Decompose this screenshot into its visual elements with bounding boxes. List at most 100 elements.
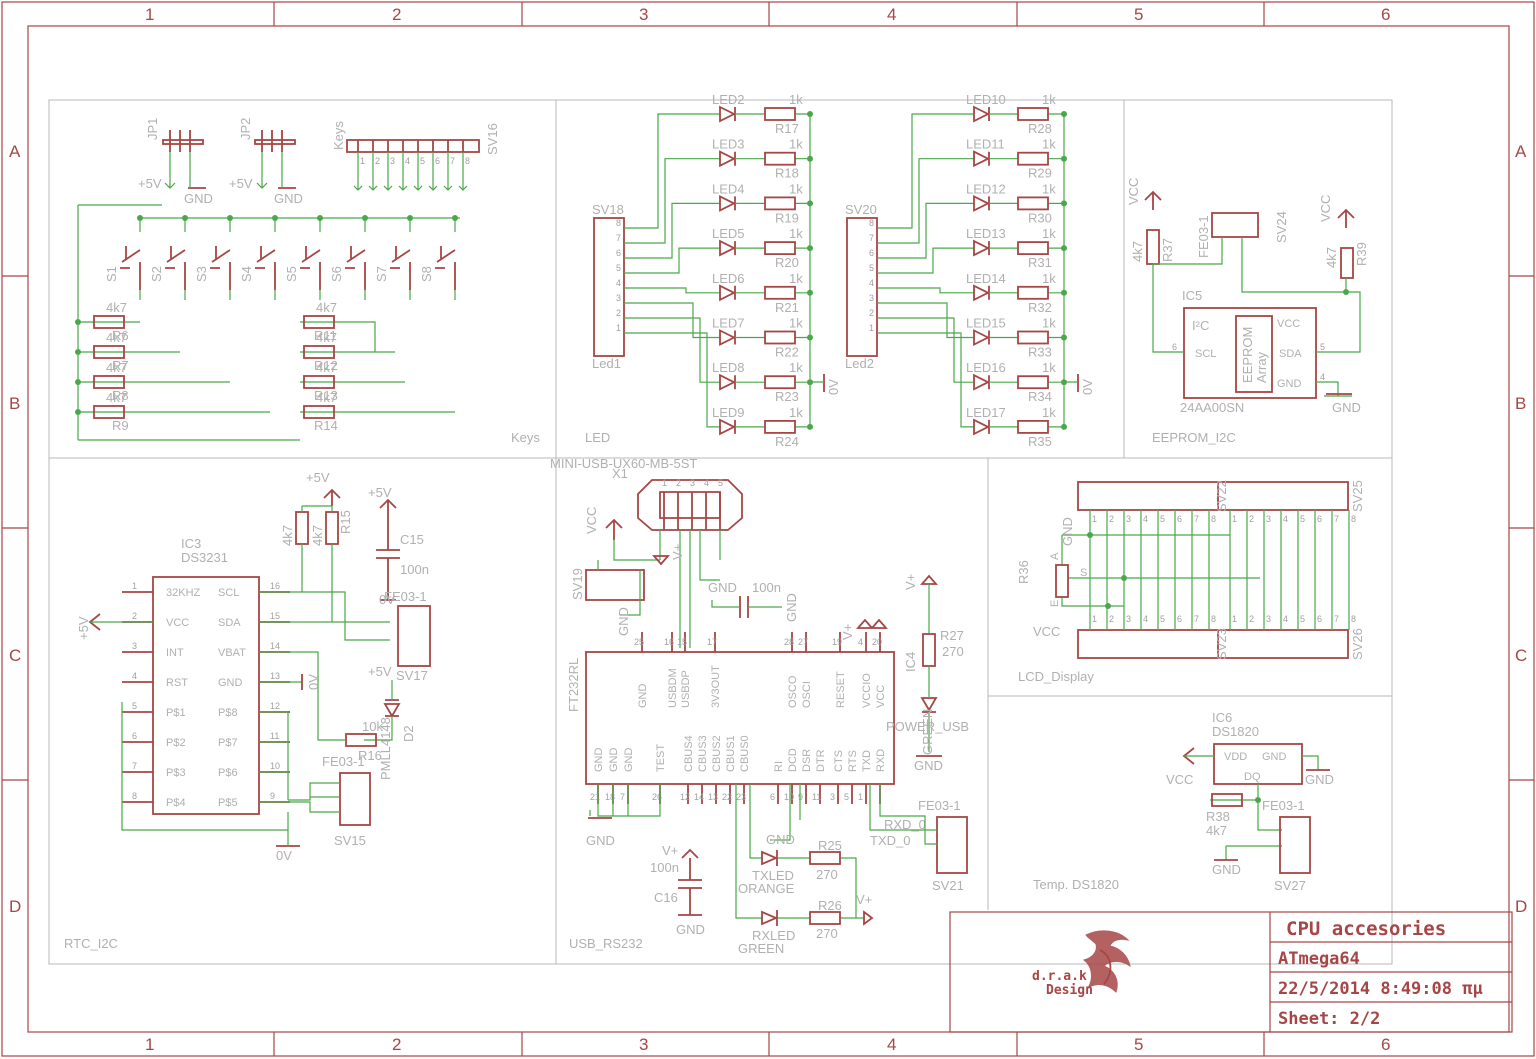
jp2-gnd-label: GND [274,191,303,206]
grid-col-label-bottom: 2 [392,1035,401,1054]
jp2-5v-label: +5V [229,176,253,191]
r36-label: R36 [1016,560,1031,584]
rtc-pin-name: P$6 [218,767,238,779]
ft232-pin-number: 28 [784,637,794,647]
usb-vplus-1: V+ [670,544,685,560]
rtc-pin-name: P$5 [218,797,238,809]
sv16-label: SV16 [485,123,500,155]
switch-label: S3 [194,266,209,282]
lcd-pin-number: 4 [1143,514,1148,524]
grid-row-label-left: B [9,394,20,413]
r15-label: R15 [338,510,353,534]
ft232-pin-number: 22 [722,792,732,802]
rtc-pin-number: 3 [132,641,137,651]
jp1-label: JP1 [145,118,160,140]
sv25-label: SV25 [1350,480,1365,512]
key-resistor-value: 4k7 [316,360,337,375]
usb-vplus-2: V+ [840,624,855,640]
lcd-pin-number: 3 [1126,514,1131,524]
ic5-label: IC5 [1182,288,1202,303]
usb-conn-pin: 5 [718,478,723,488]
grid-col-label-top: 6 [1381,5,1390,24]
led-resistor-label: R20 [775,255,799,270]
key-resistor-label: R7 [112,358,129,373]
rtc-pin-name: P$3 [166,767,186,779]
title-block: CPU accesories ATmega64 22/5/2014 8:49:0… [949,911,1513,1033]
led-resistor-value: 1k [1042,137,1056,152]
header-pin-number: 4 [616,278,621,288]
header-pin-number: 6 [869,248,874,258]
txd-label: TXD_0 [870,833,910,848]
key-resistor-value: 4k7 [106,300,127,315]
led-resistor-label: R34 [1028,389,1052,404]
r26-label: R26 [818,898,842,913]
led-label: LED12 [966,181,1006,196]
grid-row-label-left: A [9,142,21,161]
txled-color: ORANGE [738,881,795,896]
rtc-pin-number: 16 [270,581,280,591]
rtc-pin-number: 10 [270,761,280,771]
power-gnd: GND [914,758,943,773]
usb-gnd-bottom: GND [586,833,615,848]
lcd-pin-number: 8 [1351,614,1356,624]
rtc-pin-number: 2 [132,611,137,621]
led-resistor-label: R22 [775,345,799,360]
switch-label: S2 [149,266,164,282]
ft232-pin-number: 11 [812,792,821,802]
led-resistor-label: R33 [1028,345,1052,360]
rtc-pin-name: VBAT [218,647,246,659]
switch-label: S8 [419,266,434,282]
led-resistor-label: R17 [775,121,799,136]
grid-col-label-top: 5 [1134,5,1143,24]
switch-label: S5 [284,266,299,282]
eeprom-vcc-pin: VCC [1277,318,1300,330]
grid-col-label-top: 4 [887,5,896,24]
key-resistor-value: 4k7 [316,390,337,405]
led-label: LED13 [966,226,1006,241]
title-block-sheet: Sheet: 2/2 [1278,1009,1380,1029]
r39-value: 4k7 [1324,247,1339,268]
usb-vcc: VCC [584,507,599,534]
rtc-0v-3: 0V [276,848,292,863]
rtc-pin-number: 5 [132,701,137,711]
r36-s: S [1080,567,1087,579]
r15b-value: 4k7 [310,525,325,546]
rtc-pin-number: 4 [132,671,137,681]
leds-vplus: V+ [856,892,872,907]
sv27-fe: FE03-1 [1262,798,1305,813]
temp-gnd: GND [1212,862,1241,877]
sv15-fe: FE03-1 [322,754,365,769]
c16-label: C16 [654,890,678,905]
sv20-label: SV20 [845,202,877,217]
ft232-pin-number: 7 [620,792,625,802]
usb-conn-pin: 3 [690,478,695,488]
sv24-fe-label: FE03-1 [1196,215,1211,258]
r36-a: A [1049,552,1061,560]
header-pin-number: 2 [616,308,621,318]
usb-conn-pin: 4 [704,478,709,488]
ic6-part: DS1820 [1212,724,1259,739]
lcd-pin-number: 5 [1160,614,1165,624]
r27-label: R27 [940,628,964,643]
led-label: LED6 [712,271,745,286]
i2c-label: I²C [1192,318,1209,333]
lcd-pin-number: 3 [1126,614,1131,624]
c17-gnd: GND [784,593,799,622]
rtc-pin-name: P$8 [218,707,238,719]
header-pin-number: 4 [869,278,874,288]
eeprom-part: 24AA00SN [1180,400,1244,415]
lcd-pin-number: 1 [1232,514,1237,524]
ft232-pin-number: 1 [858,792,863,802]
c15-label: C15 [400,532,424,547]
rtc-pin-number: 8 [132,791,137,801]
lcd-pin-number: 6 [1317,614,1322,624]
led-resistor-label: R31 [1028,255,1052,270]
r16-value: 10k [362,719,383,734]
r38-label: R38 [1206,809,1230,824]
switch-label: S7 [374,266,389,282]
switch-label: S1 [104,266,119,282]
rtc-pin-name: 32KHZ [166,587,201,599]
d2-5v: +5V [368,664,392,679]
rtc-pin-name: VCC [166,617,189,629]
